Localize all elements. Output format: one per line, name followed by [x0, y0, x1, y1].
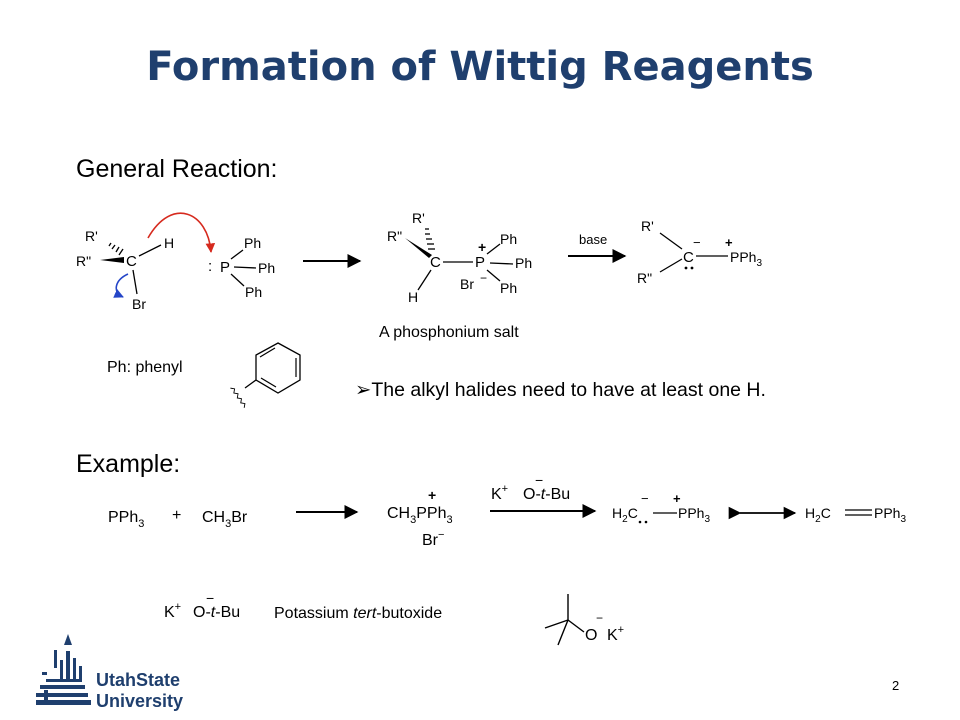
example-ylide-h2c: H2C	[612, 505, 638, 525]
example-phosphonium-salt: + CH3PPh3 Br−	[387, 487, 453, 549]
salt-r-prime: R'	[412, 210, 425, 226]
bullet-point: ➢The alkyl halides need to have at least…	[355, 378, 766, 402]
phenyl-label-2: Ph	[258, 260, 275, 276]
example-salt-plus: +	[428, 487, 436, 503]
legend-name: Potassium tert-butoxide	[274, 605, 442, 622]
salt-carbon: C	[430, 254, 441, 271]
logo-line-2: University	[96, 691, 183, 711]
example-salt-formula: CH3PPh3	[387, 505, 453, 526]
example-heading: Example:	[76, 450, 181, 478]
bullet-text: The alkyl halides need to have at least …	[371, 379, 766, 401]
example-bromide: Br−	[422, 529, 444, 549]
curved-arrow-red	[147, 212, 216, 253]
hydrogen-label: H	[164, 235, 174, 251]
example-ylide-minus: −	[641, 491, 649, 506]
salt-phenyl-2: Ph	[515, 255, 532, 271]
legend-minus: −	[206, 590, 214, 606]
base-label: base	[579, 232, 607, 247]
slide-title: Formation of Wittig Reagents	[146, 44, 814, 90]
alkyl-halide-reactant: R' R" C H Br	[76, 212, 216, 312]
c-h-bond	[138, 244, 162, 257]
bromine-label: Br	[132, 296, 146, 312]
tert-butoxide-structure: − O K+	[544, 594, 624, 646]
triphenylphosphine-reactant: : P Ph Ph Ph	[208, 235, 275, 300]
example-otbu: O-t-Bu	[523, 486, 570, 503]
curved-arrow-blue	[113, 273, 129, 298]
old-main-building-icon	[36, 634, 91, 705]
phenyl-definition: Ph: phenyl	[107, 359, 183, 376]
example-ylide-pph3: PPh3	[678, 505, 710, 525]
ylide-r-double-prime: R"	[637, 270, 652, 286]
example-ylene-h2c: H2C	[805, 505, 831, 525]
salt-bromide-charge: −	[480, 271, 487, 285]
phenyl-label-3: Ph	[245, 284, 262, 300]
wedge-bond	[100, 257, 124, 263]
general-reaction-heading: General Reaction:	[76, 155, 278, 183]
legend-k-plus: K+	[164, 601, 181, 621]
example-plus: +	[172, 507, 181, 524]
phenyl-label-1: Ph	[244, 235, 261, 251]
r-double-prime-label: R"	[76, 253, 91, 269]
ylide-carbon: C	[683, 249, 694, 266]
r-prime-label: R'	[85, 228, 98, 244]
page-number: 2	[892, 678, 900, 693]
phosphonium-salt: R' R" C H P + Ph Ph Ph Br −	[387, 210, 532, 305]
structure-oxygen: O	[585, 627, 597, 644]
example-ylene-pph3: PPh3	[874, 505, 906, 525]
logo-line-1: UtahState	[96, 670, 180, 690]
example-ylide: − + H2C PPh3	[612, 491, 710, 525]
structure-minus: −	[596, 611, 603, 625]
ylide-product: R' R" C − + PPh3	[637, 218, 762, 286]
legend-otbu: O-t-Bu	[193, 604, 240, 621]
example-ch3br: CH3Br	[202, 509, 248, 530]
example-reactants: PPh3 + CH3Br	[108, 507, 248, 530]
example-k-plus: K+	[491, 483, 508, 503]
salt-plus-charge: +	[478, 239, 486, 255]
salt-phosphorus: P	[475, 254, 485, 271]
carbon-label: C	[126, 253, 137, 270]
bullet-arrow-icon: ➢	[355, 379, 372, 401]
example-base-label: K+ − O-t-Bu	[491, 472, 570, 503]
ylide-r-prime: R'	[641, 218, 654, 234]
example-ylide-plus: +	[673, 491, 681, 506]
salt-hydrogen: H	[408, 289, 418, 305]
salt-bromide: Br	[460, 276, 474, 292]
example-pph3: PPh3	[108, 509, 144, 530]
phenyl-structure	[230, 342, 301, 408]
university-logo: UtahState University	[36, 634, 183, 711]
example-base-minus: −	[535, 472, 543, 488]
ylide-minus-charge: −	[693, 235, 701, 250]
example-ylene: H2C PPh3	[805, 505, 906, 525]
salt-phenyl-1: Ph	[500, 231, 517, 247]
phosphonium-salt-caption: A phosphonium salt	[379, 324, 519, 341]
salt-phenyl-3: Ph	[500, 280, 517, 296]
tert-butoxide-legend: K+ − O-t-Bu Potassium tert-butoxide	[164, 590, 442, 622]
lone-pair: :	[208, 258, 212, 275]
c-br-bond	[132, 269, 138, 295]
salt-r-double-prime: R"	[387, 228, 402, 244]
ylide-pph3: PPh3	[730, 249, 762, 269]
hashed-bond	[108, 242, 124, 256]
ylide-plus-charge: +	[725, 235, 733, 250]
structure-k-plus: K+	[607, 624, 624, 644]
phosphorus-label: P	[220, 259, 230, 276]
